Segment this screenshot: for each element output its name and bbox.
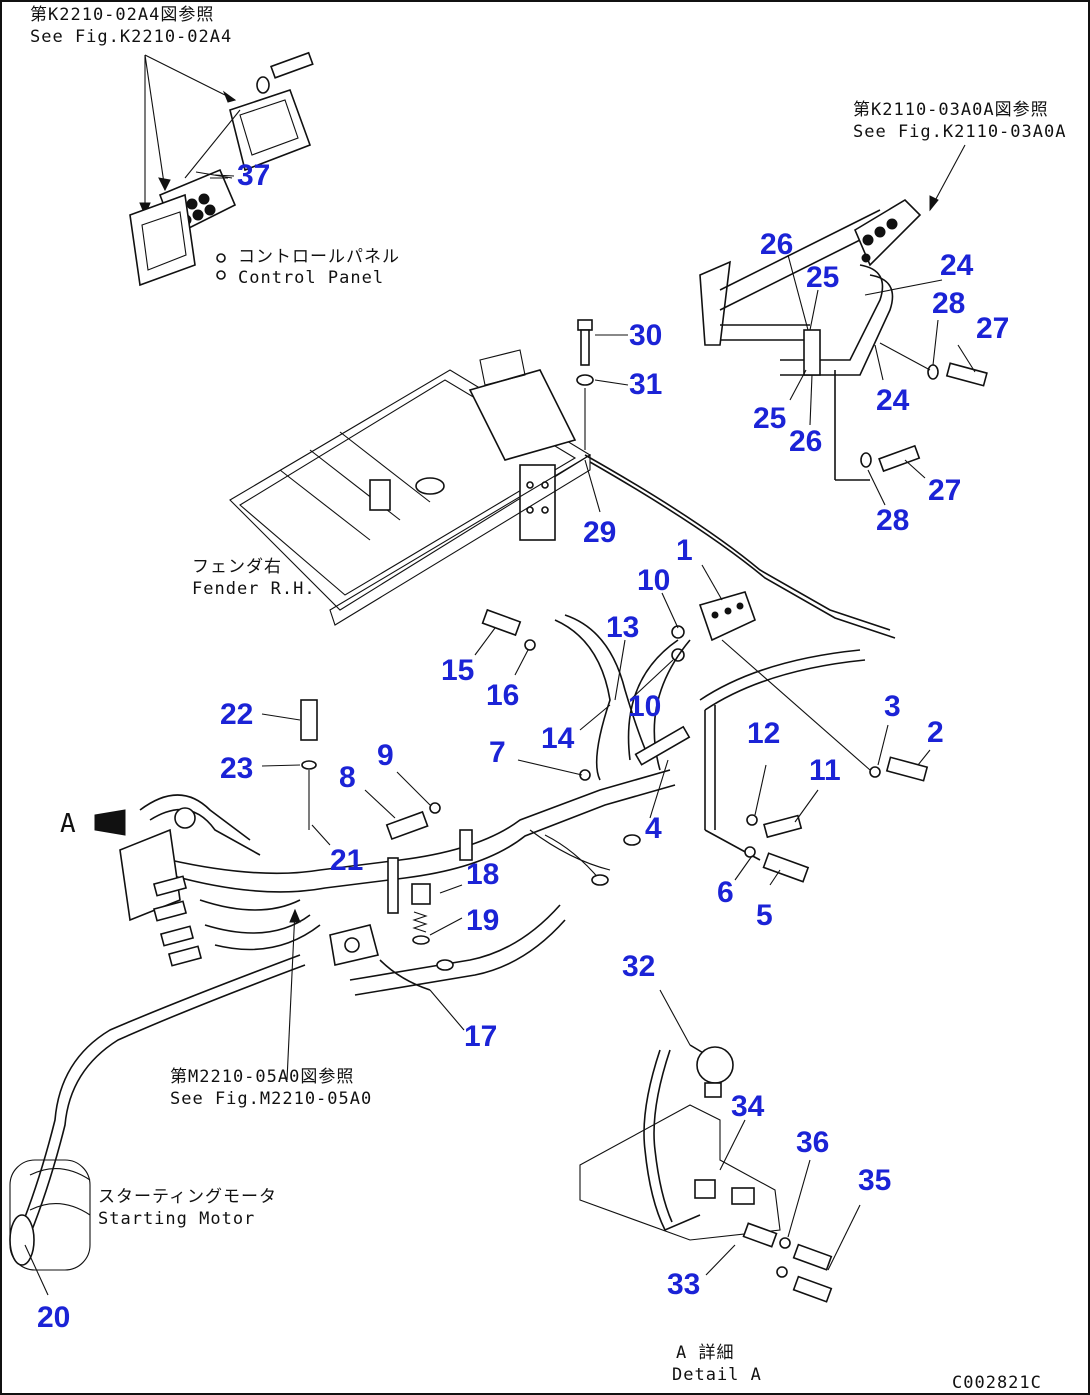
part-number: 28 — [876, 504, 909, 537]
part-number: 24 — [876, 384, 910, 417]
part-number: 13 — [606, 611, 639, 644]
starting-motor-label-jp: スターティングモータ — [98, 1187, 277, 1207]
starting-motor-group: スターティングモータ Starting Motor — [9, 954, 306, 1296]
view-marker-a: A — [60, 809, 77, 839]
part-number: 32 — [622, 950, 655, 983]
part-number: 27 — [928, 474, 961, 507]
part-number: 18 — [466, 858, 499, 891]
part-number: 7 — [489, 736, 506, 769]
ref-control-panel-en: See Fig.K2210-02A4 — [30, 27, 232, 47]
fender-label-jp: フェンダ右 — [192, 557, 282, 577]
part-number: 10 — [637, 564, 670, 597]
ref-right-jp: 第K2110-03A0A図参照 — [853, 100, 1049, 120]
part-number: 12 — [747, 717, 780, 750]
part-number: 3 — [884, 690, 901, 723]
control-panel-group: 第K2210-02A4図参照 See Fig.K2210-02A4 コントロール… — [30, 5, 400, 288]
part-number: 10 — [628, 690, 661, 723]
main-harness: 第M2210-05A0図参照 See Fig.M2210-05A0 A — [60, 591, 929, 1109]
control-panel-label-jp: コントロールパネル — [238, 247, 400, 267]
part-number: 15 — [441, 654, 474, 687]
part-number: 25 — [806, 261, 839, 294]
ref-right-en: See Fig.K2110-03A0A — [853, 122, 1066, 142]
part-number: 27 — [976, 312, 1009, 345]
part-number: 19 — [466, 904, 499, 937]
part-number: 2 — [927, 716, 944, 749]
part-number: 22 — [220, 698, 253, 731]
part-number: 30 — [629, 319, 662, 352]
part-number: 11 — [809, 754, 841, 787]
part-number: 37 — [237, 159, 270, 192]
part-number: 5 — [756, 899, 773, 932]
detail-label-jp: A 詳細 — [676, 1343, 734, 1363]
control-panel-label-en: Control Panel — [238, 268, 384, 288]
drawing-code: C002821C — [952, 1373, 1042, 1393]
part-number: 14 — [541, 722, 575, 755]
part-number: 29 — [583, 516, 616, 549]
detail-label-en: Detail A — [672, 1365, 762, 1385]
part-number: 6 — [717, 876, 734, 909]
part-number: 17 — [464, 1020, 497, 1053]
part-number: 16 — [486, 679, 519, 712]
part-number: 33 — [667, 1268, 700, 1301]
part-number: 35 — [858, 1164, 891, 1197]
ref-harness-jp: 第M2210-05A0図参照 — [170, 1067, 354, 1087]
part-number: 1 — [676, 534, 693, 567]
ref-control-panel-jp: 第K2210-02A4図参照 — [30, 5, 214, 25]
part-number: 26 — [760, 228, 793, 261]
part-number: 26 — [789, 425, 822, 458]
starting-motor-label-en: Starting Motor — [98, 1209, 255, 1229]
part-number: 31 — [629, 368, 662, 401]
right-frame-group: 第K2110-03A0A図参照 See Fig.K2110-03A0A — [699, 100, 1066, 481]
part-number: 20 — [37, 1301, 70, 1334]
part-number: 4 — [645, 812, 662, 845]
part-number: 9 — [377, 739, 394, 772]
view-arrow — [94, 809, 126, 836]
detail-a-group: A 詳細 Detail A — [579, 1044, 833, 1385]
part-number: 24 — [940, 249, 974, 282]
part-numbers: 1 2 3 4 5 6 7 8 9 10 10 11 12 13 14 15 1… — [37, 159, 1009, 1334]
ref-harness-en: See Fig.M2210-05A0 — [170, 1089, 372, 1109]
terminal-bolts — [152, 875, 203, 967]
part-number: 36 — [796, 1126, 829, 1159]
fender-group: フェンダ右 Fender R.H. — [192, 319, 896, 639]
part-number: 8 — [339, 761, 356, 794]
part-number: 21 — [330, 844, 363, 877]
fender-label-en: Fender R.H. — [192, 579, 316, 599]
part-number: 28 — [932, 287, 965, 320]
part-number: 34 — [731, 1090, 765, 1123]
part-number: 23 — [220, 752, 253, 785]
leader-lines — [214, 174, 976, 1276]
part-number: 25 — [753, 402, 786, 435]
